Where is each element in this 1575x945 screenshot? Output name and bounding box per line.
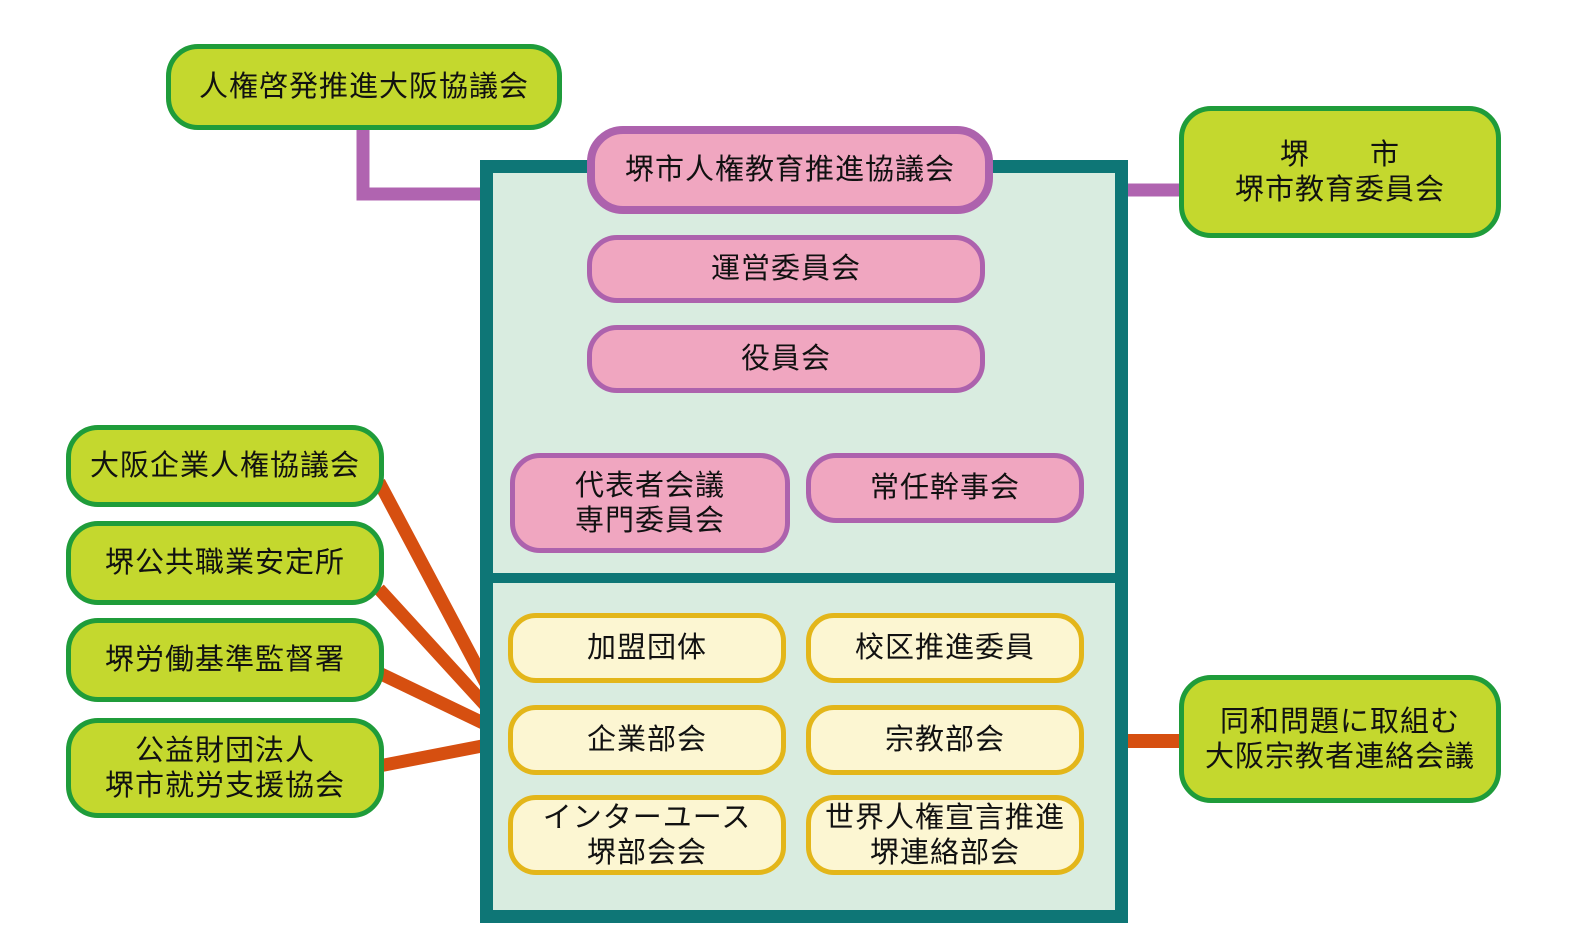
religion-section-node: 宗教部会: [806, 705, 1084, 775]
osaka-business-council-label: 大阪企業人権協議会: [89, 448, 360, 483]
representatives-label-line2: 専門委員会: [574, 503, 725, 537]
affiliated-groups-label: 加盟団体: [586, 630, 707, 665]
business-section-node: 企業部会: [508, 705, 786, 775]
labor-office-node: 堺労働基準監督署: [66, 618, 384, 702]
religion-section-label: 宗教部会: [884, 722, 1005, 757]
labor-office-label: 堺労働基準監督署: [104, 642, 345, 677]
foundation-label-line2: 堺市就労支援協会: [104, 768, 345, 802]
udhr-label-line2: 堺連絡部会: [869, 835, 1020, 869]
interyouth-label-line2: 堺部会会: [586, 835, 707, 869]
hello-work-label: 堺公共職業安定所: [104, 545, 345, 580]
council-node: 堺市人権教育推進協議会: [587, 126, 993, 214]
frame-divider: [480, 573, 1128, 583]
affiliated-groups-node: 加盟団体: [508, 613, 786, 683]
osaka-council-node: 人権啓発推進大阪協議会: [166, 44, 562, 130]
interyouth-node: インターユース 堺部会会: [508, 795, 786, 875]
foundation-label-line1: 公益財団法人: [134, 732, 315, 767]
officers-label: 役員会: [740, 341, 831, 376]
sakai-board-of-education-label: 堺市教育委員会: [1234, 172, 1445, 206]
osaka-council-label: 人権啓発推進大阪協議会: [198, 69, 529, 104]
dowa-label-line1: 同和問題に取組む: [1219, 703, 1460, 738]
representatives-node: 代表者会議 専門委員会: [510, 453, 790, 553]
steering-committee-node: 運営委員会: [587, 235, 985, 303]
interyouth-label-line1: インターユース: [542, 799, 752, 834]
dowa-religious-node: 同和問題に取組む 大阪宗教者連絡会議: [1179, 675, 1501, 803]
udhr-promotion-node: 世界人権宣言推進 堺連絡部会: [806, 795, 1084, 875]
dowa-label-line2: 大阪宗教者連絡会議: [1204, 739, 1475, 773]
steering-committee-label: 運営委員会: [710, 251, 861, 286]
school-district-label: 校区推進委員: [854, 630, 1035, 665]
standing-committee-node: 常任幹事会: [806, 453, 1084, 523]
business-section-label: 企業部会: [586, 722, 707, 757]
udhr-label-line1: 世界人権宣言推進: [824, 799, 1065, 834]
sakai-city-node: 堺 市 堺市教育委員会: [1179, 106, 1501, 238]
council-label: 堺市人権教育推進協議会: [624, 152, 955, 187]
officers-node: 役員会: [587, 325, 985, 393]
school-district-node: 校区推進委員: [806, 613, 1084, 683]
hello-work-node: 堺公共職業安定所: [66, 521, 384, 605]
sakai-city-label: 堺 市: [1279, 136, 1400, 171]
representatives-label-line1: 代表者会議: [574, 467, 725, 502]
osaka-business-council-node: 大阪企業人権協議会: [66, 425, 384, 507]
employment-foundation-node: 公益財団法人 堺市就労支援協会: [66, 718, 384, 818]
standing-committee-label: 常任幹事会: [869, 470, 1020, 505]
